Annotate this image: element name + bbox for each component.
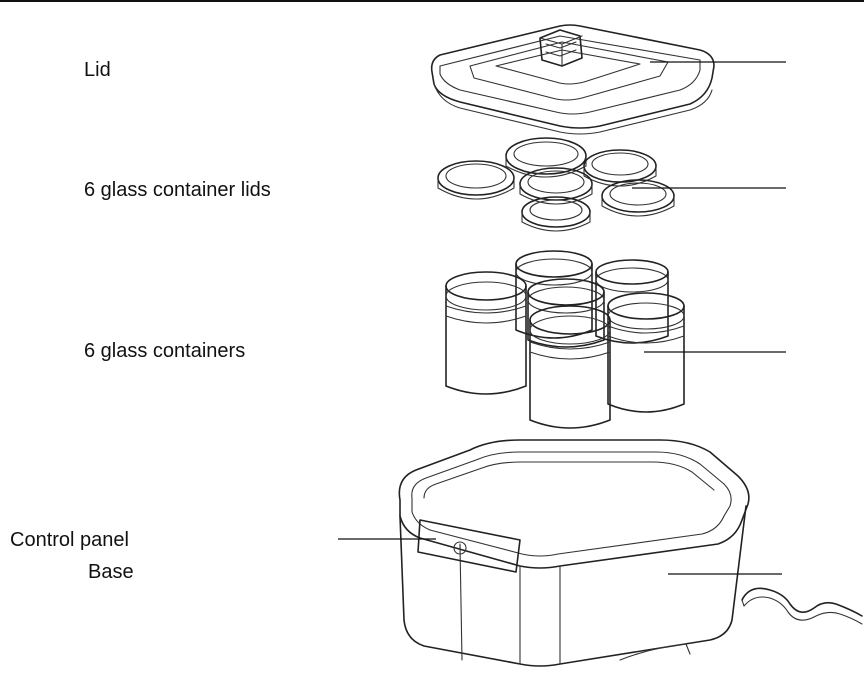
label-control-panel: Control panel [10,529,129,551]
label-base: Base [88,561,134,583]
lid-drawing [430,24,715,135]
base-drawing [398,439,863,667]
container-lids-drawing [437,137,675,232]
label-container-lids: 6 glass container lids [84,179,271,201]
containers-drawing [445,250,685,429]
label-lid: Lid [84,59,111,81]
label-containers: 6 glass containers [84,340,246,362]
